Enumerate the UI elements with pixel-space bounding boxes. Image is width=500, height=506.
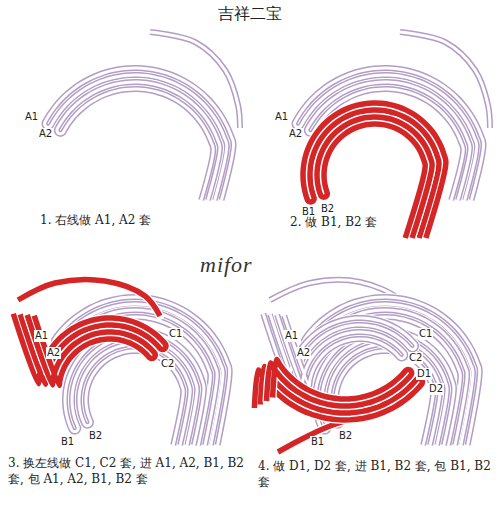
cord-gap bbox=[18, 280, 160, 316]
cord-gap bbox=[54, 297, 230, 445]
diagram-title: 吉祥二宝 bbox=[218, 5, 282, 23]
loop-label: C1 bbox=[418, 328, 433, 340]
loop-label: C1 bbox=[168, 328, 183, 340]
step-caption: 2. 做 B1, B2 套 bbox=[290, 214, 400, 230]
cord-body bbox=[57, 82, 220, 200]
purple-cord bbox=[54, 297, 230, 445]
cord-body bbox=[277, 315, 405, 386]
step-caption: 3. 换左线做 C1, C2 套, 进 A1, A2, B1, B2 套, 包 … bbox=[8, 455, 246, 487]
loop-label: B2 bbox=[88, 430, 103, 442]
loop-label: A1 bbox=[284, 330, 299, 342]
loop-label: A1 bbox=[24, 111, 39, 123]
loop-label: B2 bbox=[338, 430, 353, 442]
purple-cord bbox=[45, 68, 234, 200]
cord-core bbox=[54, 297, 230, 445]
cord-body bbox=[79, 344, 190, 445]
red-cord bbox=[278, 421, 345, 452]
cord-body bbox=[45, 68, 234, 200]
red-cord bbox=[18, 280, 160, 316]
red-cord bbox=[267, 359, 412, 406]
cord-gap bbox=[79, 344, 190, 445]
loop-label: C2 bbox=[160, 358, 175, 370]
cord-gap bbox=[27, 315, 155, 386]
loop-label: B2 bbox=[320, 203, 335, 215]
purple-cord bbox=[57, 82, 220, 200]
loop-label: A1 bbox=[34, 330, 49, 342]
loop-label: D1 bbox=[416, 368, 432, 380]
loop-label: B1 bbox=[60, 436, 75, 448]
step-caption: 1. 右线做 A1, A2 套 bbox=[40, 212, 240, 228]
loop-label: A2 bbox=[38, 128, 53, 140]
purple-cord bbox=[277, 315, 405, 386]
loop-label: D2 bbox=[428, 383, 444, 395]
cord-core bbox=[277, 315, 405, 386]
cord-body bbox=[278, 421, 345, 452]
cord-body bbox=[54, 297, 230, 445]
loop-label: A2 bbox=[296, 347, 311, 359]
red-cord bbox=[27, 315, 155, 386]
loop-label: A2 bbox=[46, 347, 61, 359]
loop-label: A2 bbox=[288, 128, 303, 140]
cord-body bbox=[267, 359, 412, 406]
cord-gap bbox=[278, 421, 345, 452]
cord-core bbox=[57, 82, 220, 200]
loop-label: A1 bbox=[274, 111, 289, 123]
cord-gap bbox=[45, 68, 234, 200]
cord-core bbox=[45, 68, 234, 200]
loop-label: C2 bbox=[408, 352, 423, 364]
loop-label: B1 bbox=[310, 436, 325, 448]
watermark: mifor bbox=[200, 252, 253, 277]
purple-cord bbox=[79, 344, 190, 445]
cord-body bbox=[27, 315, 155, 386]
cord-gap bbox=[57, 82, 220, 200]
cord-body bbox=[18, 280, 160, 316]
cord-gap bbox=[267, 359, 412, 406]
cord-gap bbox=[277, 315, 405, 386]
cord-core bbox=[79, 344, 190, 445]
step-caption: 4. 做 D1, D2 套, 进 B1, B2 套, 包 B1, B2 套 bbox=[258, 458, 494, 490]
